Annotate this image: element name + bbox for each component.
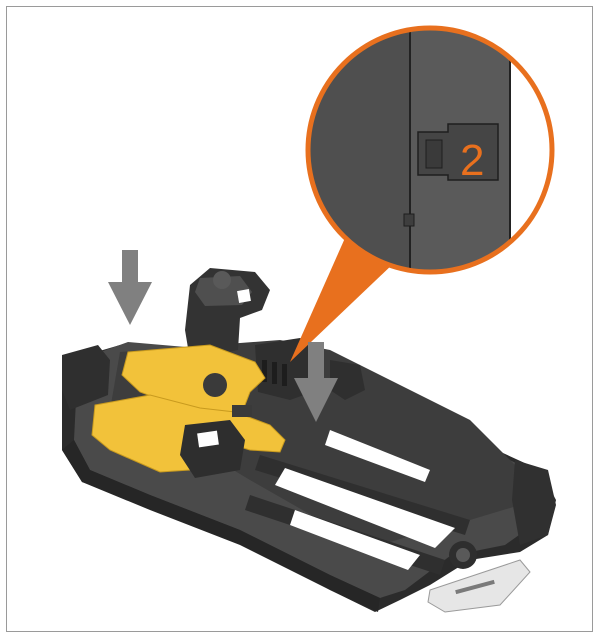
clamp-block [180,420,245,478]
callout-number: 2 [460,136,484,185]
down-arrow-icon [108,250,152,325]
callout-detail: 2 [305,25,555,275]
callout-connector [290,238,395,362]
carrier-tray [62,340,556,613]
down-arrow-icon [294,342,338,422]
